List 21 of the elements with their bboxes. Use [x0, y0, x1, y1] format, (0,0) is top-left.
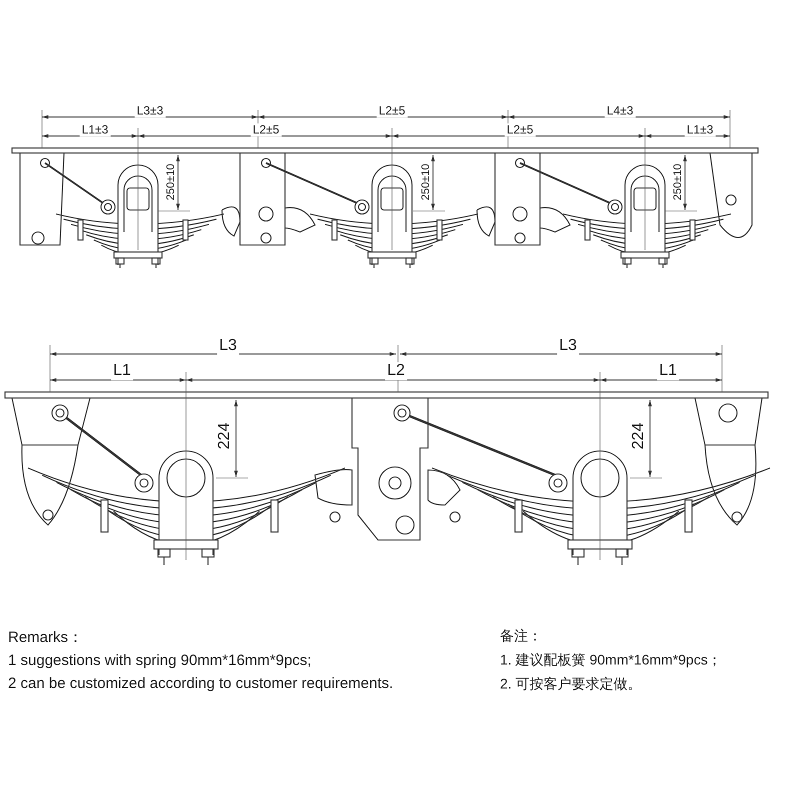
dimension-label: L2±5	[250, 123, 282, 137]
dimension-label: L1	[111, 362, 133, 380]
dimension-label: L2±5	[504, 123, 536, 137]
dimension-label: L3	[557, 337, 579, 355]
remark-text: Remarks：	[8, 630, 84, 646]
dimension-label: 250±10	[672, 162, 684, 202]
remark-text: 2 can be customized according to customer requirements.	[8, 676, 394, 692]
remark-text: 1 suggestions with spring 90mm*16mm*9pcs;	[8, 652, 312, 670]
dimension-label: L2	[385, 362, 407, 380]
remark-text: 1. 建议配板簧 90mm*16mm*9pcs；	[500, 652, 722, 668]
dimension-label: L1±3	[684, 123, 716, 137]
dimension-label: L3	[217, 337, 239, 355]
remark-text: 2. 可按客户要求定做。	[500, 676, 642, 692]
dimension-label: L3±3	[134, 104, 166, 118]
dimension-label: L1	[657, 362, 679, 380]
dimension-label: L4±3	[604, 104, 636, 118]
dimension-label: 250±10	[420, 162, 432, 202]
dimension-label: 250±10	[164, 162, 178, 202]
dimension-label: L2±5	[376, 104, 408, 118]
dimension-label: L1±3	[80, 123, 110, 137]
remark-text: 备注：	[500, 628, 542, 644]
